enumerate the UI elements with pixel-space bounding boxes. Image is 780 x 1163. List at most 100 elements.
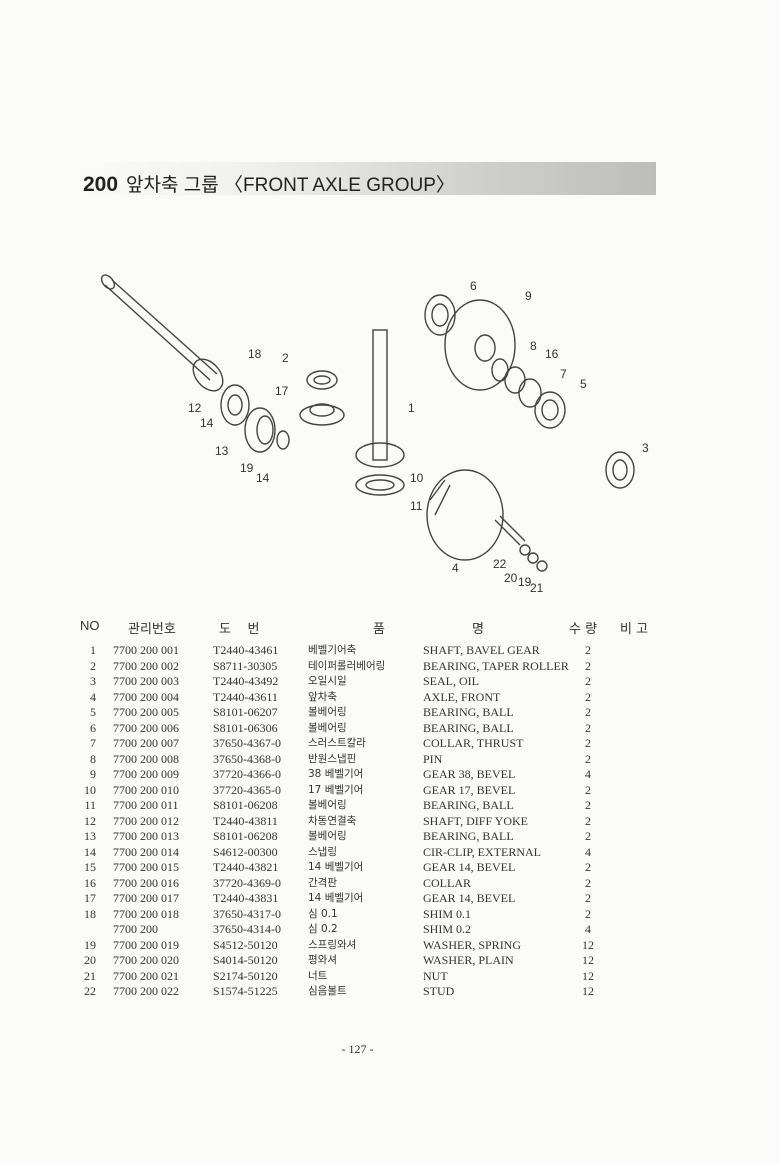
korean-name: 차동연결축	[308, 814, 357, 827]
english-name: SEAL, OIL	[423, 674, 479, 688]
part-no: 8	[90, 751, 96, 766]
mgmt-number: 7700 200 001	[113, 643, 179, 657]
english-name: WASHER, SPRING	[423, 937, 522, 952]
table-header: NO 관리번호 도 번 품 명 수 량 비 고	[0, 618, 780, 637]
english-name: GEAR 14, BEVEL	[423, 891, 516, 905]
callout-11: 11	[410, 499, 423, 513]
part-no: 12	[84, 813, 96, 828]
mgmt-number: 7700 200 013	[113, 829, 179, 843]
callout-21: 21	[530, 581, 544, 595]
korean-name: 테이퍼롤러베어링	[308, 659, 386, 672]
english-name: BEARING, BALL	[423, 720, 514, 735]
quantity: 4	[585, 767, 591, 781]
english-name: SHIM 0.2	[423, 922, 472, 936]
part-no: 10	[84, 782, 96, 797]
section-title: 앞차축 그룹 〈FRONT AXLE GROUP〉	[126, 175, 455, 196]
quantity: 2	[585, 736, 591, 750]
section-number: 200	[83, 173, 119, 196]
callout-16: 16	[545, 347, 559, 361]
mgmt-number: 7700 200 007	[113, 736, 179, 750]
callout-5: 5	[580, 377, 587, 391]
quantity: 2	[585, 875, 591, 890]
drawing-number: S4612-00300	[213, 844, 278, 859]
mgmt-number: 7700 200 020	[113, 953, 179, 967]
korean-name: 심 0.2	[308, 923, 338, 935]
part-no: 9	[90, 767, 96, 781]
part-no: 14	[84, 844, 96, 859]
callout-1: 1	[408, 401, 415, 415]
part-no: 22	[84, 984, 96, 998]
quantity: 2	[585, 720, 591, 735]
korean-name: 스러스트칼라	[308, 737, 366, 749]
drawing-number: S8101-06208	[213, 798, 278, 812]
drawing-number: 37650-4314-0	[213, 922, 281, 936]
drawing-number: S2174-50120	[213, 968, 278, 983]
drawing-number: 37650-4368-0	[213, 751, 281, 766]
quantity: 2	[585, 891, 591, 905]
quantity: 2	[585, 906, 591, 921]
callout-15: 17	[275, 384, 289, 398]
quantity: 4	[585, 844, 591, 859]
mgmt-number: 7700 200 021	[113, 968, 179, 983]
quantity: 2	[585, 674, 591, 688]
mgmt-number: 7700 200 011	[113, 798, 179, 812]
callout-22: 22	[493, 557, 507, 571]
english-name: COLLAR, THRUST	[423, 736, 524, 750]
mgmt-number: 7700 200 008	[113, 751, 179, 766]
drawing-number: 37720-4369-0	[213, 875, 281, 890]
korean-name: 너트	[308, 969, 328, 982]
quantity: 2	[585, 658, 591, 673]
drawing-number: 37720-4366-0	[213, 767, 281, 781]
english-name: SHAFT, BAVEL GEAR	[423, 643, 540, 657]
drawing-number: S8101-06207	[213, 705, 278, 719]
mgmt-number: 7700 200 010	[113, 782, 179, 797]
quantity: 2	[585, 705, 591, 719]
drawing-number: S1574-51225	[213, 984, 278, 998]
mgmt-number: 7700 200 017	[113, 891, 179, 905]
part-no: 3	[90, 674, 96, 688]
callout-14b: 14	[256, 471, 270, 485]
callout-4: 4	[452, 561, 459, 575]
korean-name: 볼베어링	[308, 830, 347, 842]
drawing-number: S8101-06208	[213, 829, 278, 843]
part-no: 11	[84, 798, 96, 812]
quantity: 12	[582, 984, 594, 998]
korean-name: 심음볼트	[308, 985, 347, 997]
col-name-a: 품	[373, 622, 385, 637]
english-name: AXLE, FRONT	[423, 689, 501, 704]
english-name: PIN	[423, 751, 443, 766]
drawing-number: 37650-4317-0	[213, 906, 281, 921]
callout-20: 20	[504, 571, 518, 585]
callout-3: 3	[642, 441, 649, 455]
quantity: 12	[582, 937, 594, 952]
callout-9: 9	[525, 289, 532, 303]
title-bar	[80, 162, 656, 195]
korean-name: 심 0.1	[308, 907, 338, 920]
part-no: 17	[84, 891, 96, 905]
english-name: NUT	[423, 968, 448, 983]
mgmt-number: 7700 200 018	[113, 906, 179, 921]
korean-name: 14 베벨기어	[308, 892, 364, 904]
korean-name: 앞차축	[308, 690, 337, 703]
part-no: 20	[84, 953, 96, 967]
korean-name: 17 베벨기어	[308, 783, 364, 796]
drawing-number: 37650-4367-0	[213, 736, 281, 750]
mgmt-number: 7700 200 016	[113, 875, 179, 890]
part-no: 15	[84, 860, 96, 874]
callout-6: 6	[470, 279, 477, 293]
quantity: 4	[585, 922, 591, 936]
